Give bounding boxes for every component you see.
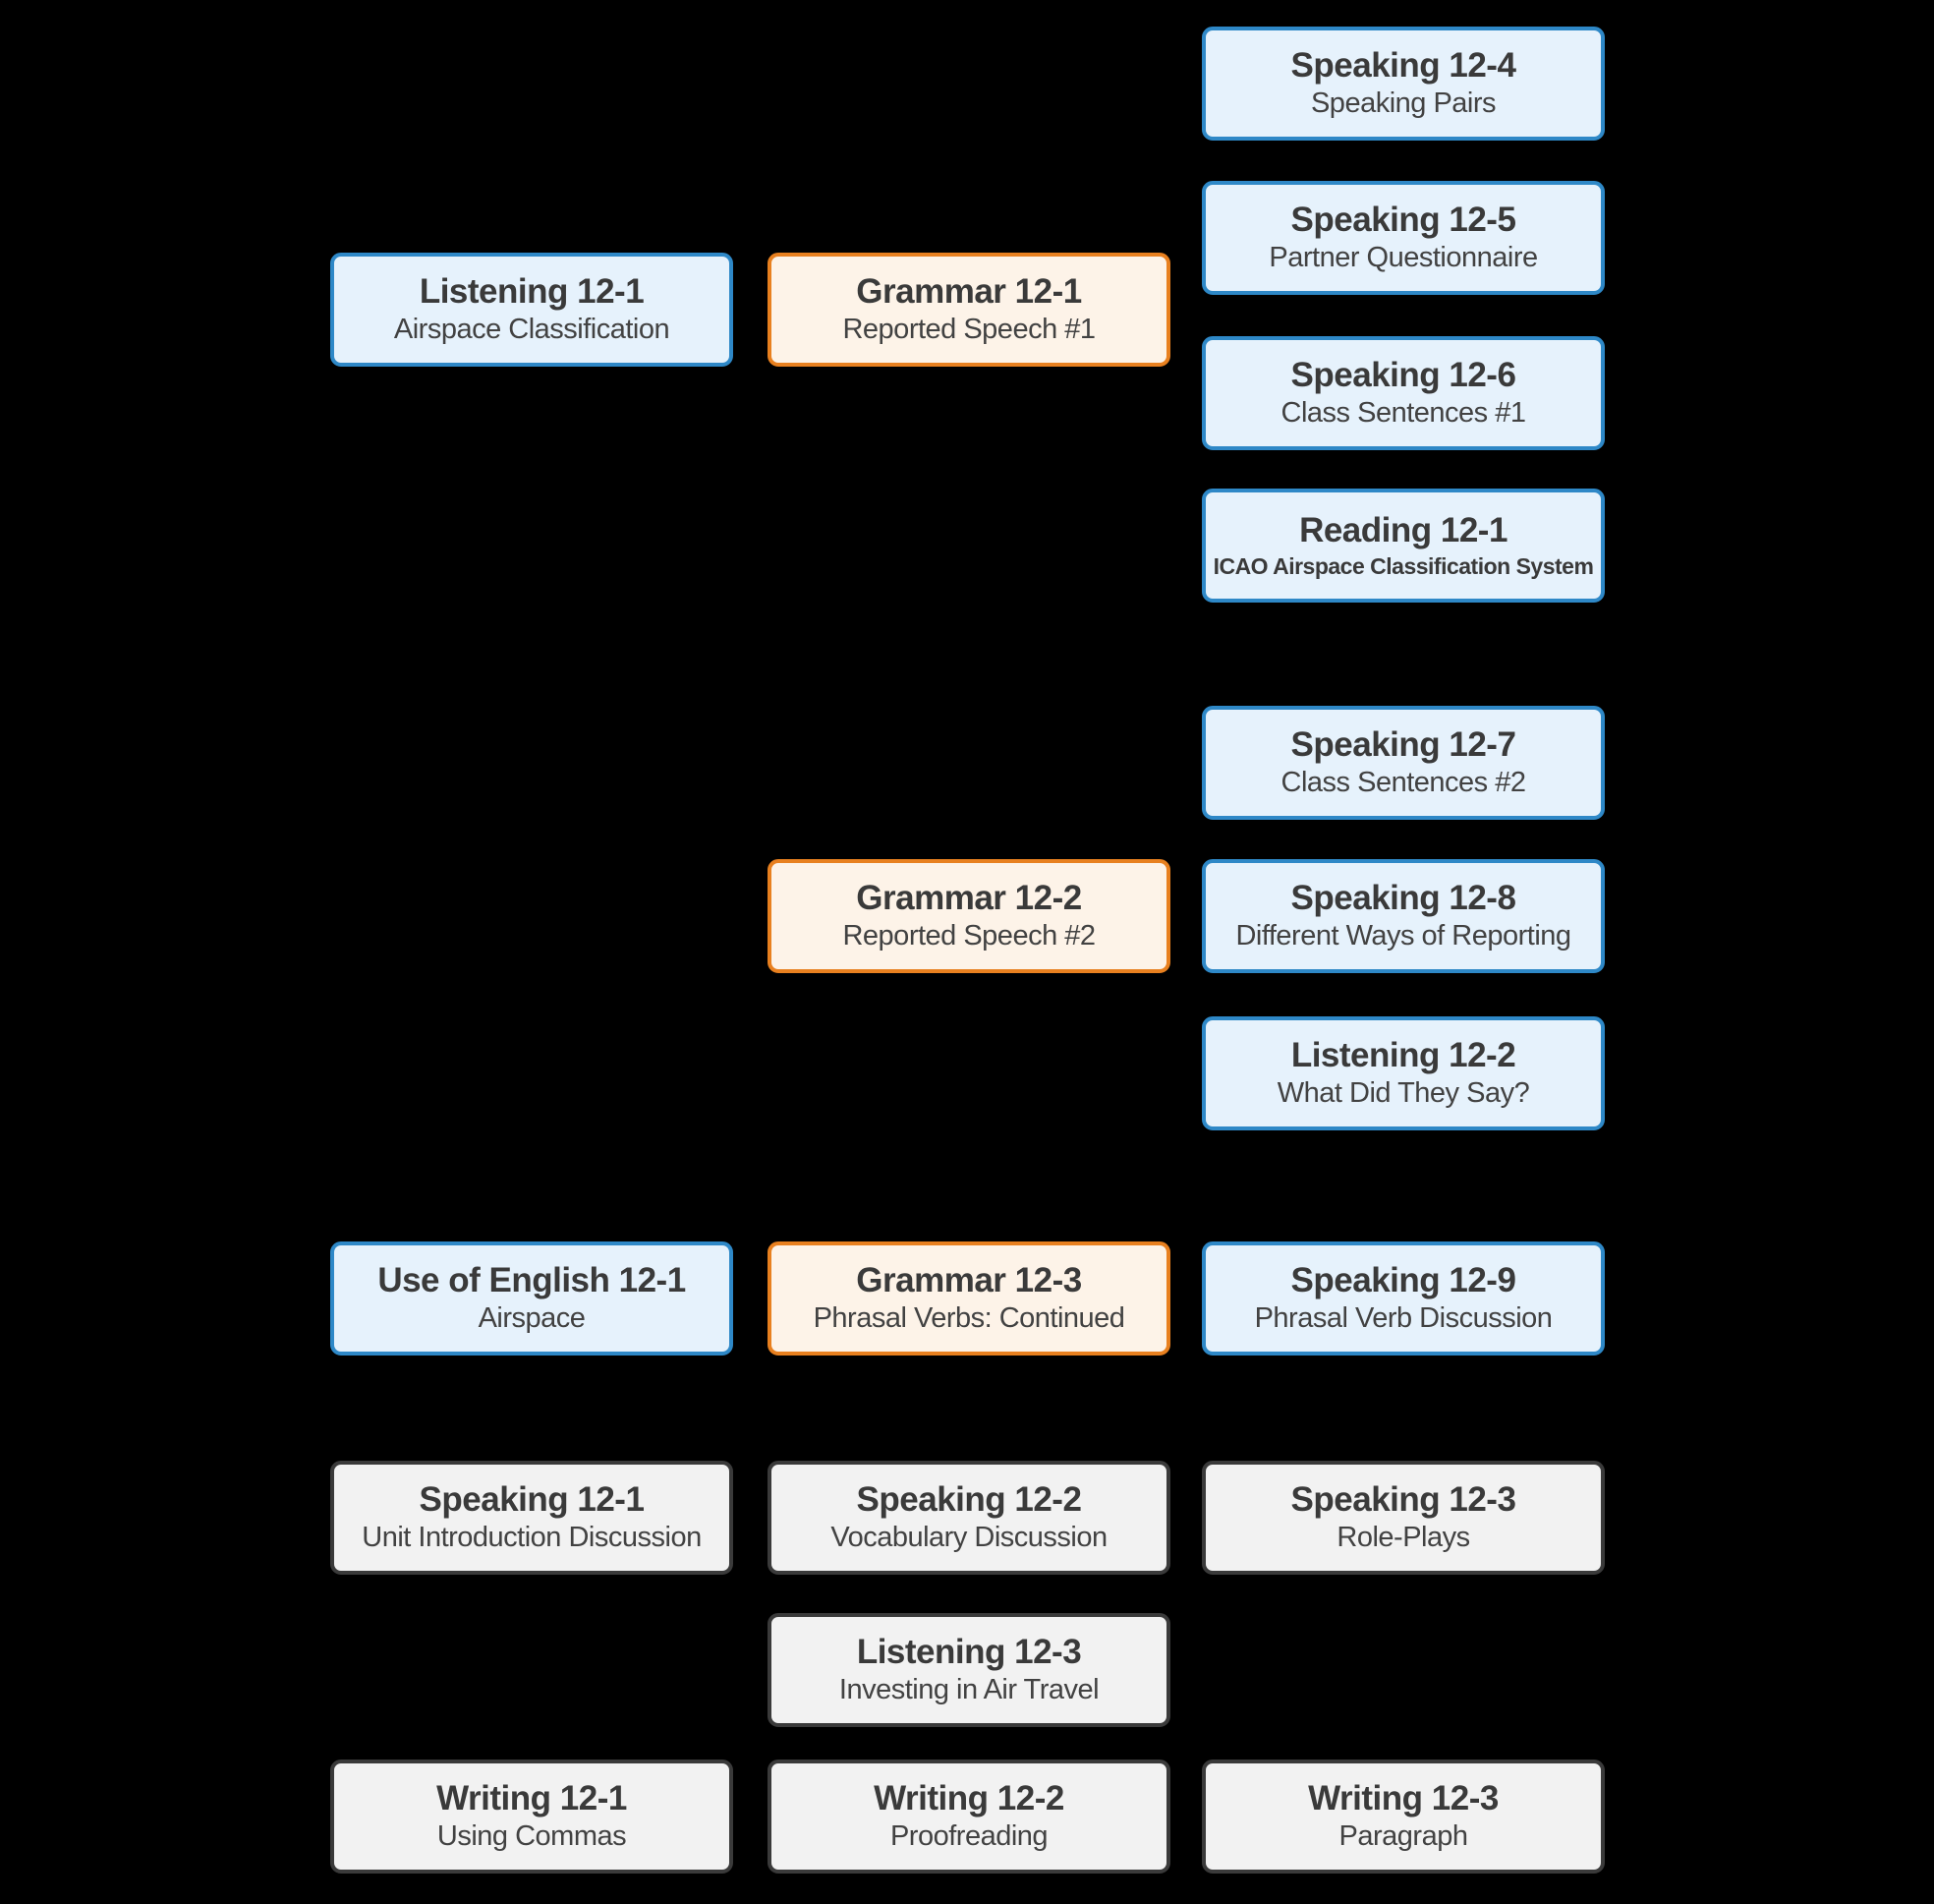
node-title: Listening 12-1 (419, 271, 645, 311)
node-writing-12-2: Writing 12-2 Proofreading (768, 1760, 1170, 1874)
node-title: Writing 12-1 (436, 1778, 627, 1817)
node-subtitle: Phrasal Verb Discussion (1254, 1302, 1553, 1335)
node-title: Speaking 12-5 (1290, 200, 1516, 239)
node-speaking-12-7: Speaking 12-7 Class Sentences #2 (1202, 706, 1605, 820)
node-title: Speaking 12-7 (1290, 724, 1516, 764)
node-subtitle: Class Sentences #2 (1280, 767, 1526, 799)
node-speaking-12-5: Speaking 12-5 Partner Questionnaire (1202, 181, 1605, 295)
node-title: Grammar 12-3 (856, 1260, 1082, 1299)
node-subtitle: Partner Questionnaire (1269, 242, 1538, 274)
node-title: Grammar 12-2 (856, 878, 1082, 917)
node-listening-12-2: Listening 12-2 What Did They Say? (1202, 1016, 1605, 1130)
node-listening-12-1: Listening 12-1 Airspace Classification (330, 253, 733, 367)
node-subtitle: Reported Speech #2 (842, 920, 1096, 952)
node-title: Grammar 12-1 (856, 271, 1082, 311)
node-subtitle: What Did They Say? (1277, 1077, 1530, 1110)
node-subtitle: Investing in Air Travel (838, 1674, 1100, 1706)
node-subtitle: Proofreading (889, 1820, 1049, 1853)
node-subtitle: ICAO Airspace Classification System (1213, 552, 1594, 579)
node-subtitle: Role-Plays (1337, 1522, 1470, 1554)
node-title: Speaking 12-3 (1290, 1479, 1516, 1519)
node-subtitle: Vocabulary Discussion (830, 1522, 1108, 1554)
node-subtitle: Paragraph (1338, 1820, 1468, 1853)
node-listening-12-3: Listening 12-3 Investing in Air Travel (768, 1613, 1170, 1727)
node-title: Speaking 12-1 (419, 1479, 645, 1519)
node-title: Listening 12-3 (856, 1632, 1082, 1671)
node-grammar-12-1: Grammar 12-1 Reported Speech #1 (768, 253, 1170, 367)
node-speaking-12-8: Speaking 12-8 Different Ways of Reportin… (1202, 859, 1605, 973)
node-grammar-12-3: Grammar 12-3 Phrasal Verbs: Continued (768, 1241, 1170, 1356)
node-use-of-english-12-1: Use of English 12-1 Airspace (330, 1241, 733, 1356)
node-subtitle: Airspace (478, 1302, 586, 1335)
node-title: Speaking 12-6 (1290, 355, 1516, 394)
node-subtitle: Reported Speech #1 (842, 314, 1096, 346)
node-subtitle: Unit Introduction Discussion (362, 1522, 702, 1554)
node-subtitle: Airspace Classification (393, 314, 670, 346)
node-speaking-12-1: Speaking 12-1 Unit Introduction Discussi… (330, 1461, 733, 1575)
node-subtitle: Phrasal Verbs: Continued (813, 1302, 1125, 1335)
node-subtitle: Speaking Pairs (1310, 87, 1497, 120)
node-subtitle: Different Ways of Reporting (1235, 920, 1571, 952)
node-speaking-12-4: Speaking 12-4 Speaking Pairs (1202, 27, 1605, 141)
node-subtitle: Using Commas (436, 1820, 627, 1853)
node-title: Listening 12-2 (1290, 1035, 1516, 1074)
node-title: Use of English 12-1 (377, 1260, 686, 1299)
node-writing-12-3: Writing 12-3 Paragraph (1202, 1760, 1605, 1874)
node-speaking-12-2: Speaking 12-2 Vocabulary Discussion (768, 1461, 1170, 1575)
node-subtitle: Class Sentences #1 (1280, 397, 1526, 430)
node-writing-12-1: Writing 12-1 Using Commas (330, 1760, 733, 1874)
node-reading-12-1: Reading 12-1 ICAO Airspace Classificatio… (1202, 489, 1605, 603)
node-title: Writing 12-3 (1308, 1778, 1499, 1817)
node-speaking-12-6: Speaking 12-6 Class Sentences #1 (1202, 336, 1605, 450)
node-title: Writing 12-2 (874, 1778, 1064, 1817)
node-speaking-12-3: Speaking 12-3 Role-Plays (1202, 1461, 1605, 1575)
node-speaking-12-9: Speaking 12-9 Phrasal Verb Discussion (1202, 1241, 1605, 1356)
node-title: Speaking 12-2 (856, 1479, 1082, 1519)
node-title: Speaking 12-8 (1290, 878, 1516, 917)
node-title: Reading 12-1 (1299, 511, 1507, 550)
node-title: Speaking 12-4 (1290, 45, 1516, 85)
node-title: Speaking 12-9 (1290, 1260, 1516, 1299)
node-grammar-12-2: Grammar 12-2 Reported Speech #2 (768, 859, 1170, 973)
